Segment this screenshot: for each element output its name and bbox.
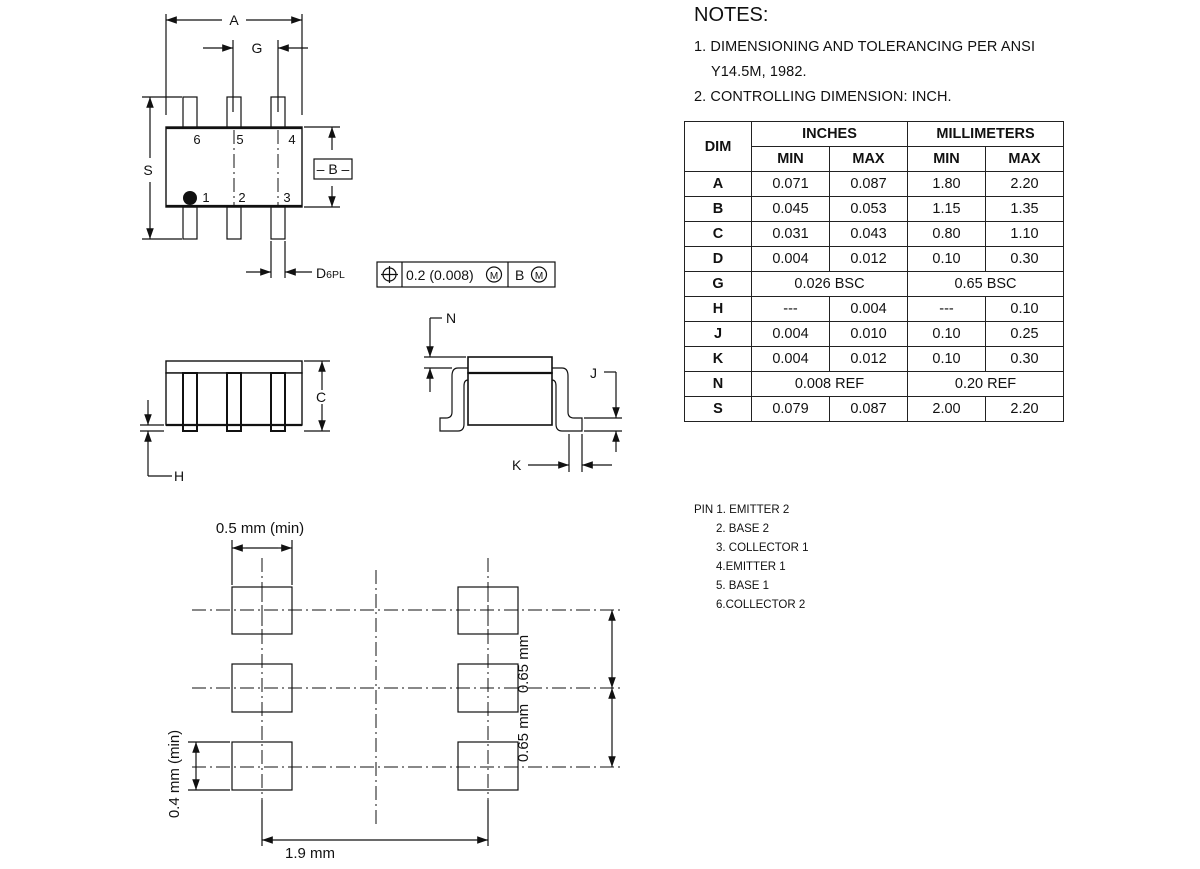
dim-label-n: N xyxy=(446,310,456,326)
pad-height-label: 0.4 mm (min) xyxy=(166,730,183,818)
pin-2-desc: 2. BASE 2 xyxy=(716,523,770,535)
pad-width-label: 0.5 mm (min) xyxy=(216,520,304,537)
header-millimeters: MILLIMETERS xyxy=(907,121,1064,147)
tolerance-value: 0.2 (0.008) xyxy=(406,267,474,283)
table-row: G 0.026 BSC 0.65 BSC xyxy=(684,271,1064,297)
dim-label-k: K xyxy=(512,457,522,473)
position-tolerance-frame: 0.2 (0.008) M B M xyxy=(376,261,556,288)
note-1-continued: Y14.5M, 1982. xyxy=(711,64,807,80)
datum-label-b: – B – xyxy=(317,161,350,177)
header-dim: DIM xyxy=(684,121,752,172)
pin-number-2: 2 xyxy=(238,190,245,205)
note-2: 2. CONTROLLING DIMENSION: INCH. xyxy=(694,89,952,105)
note-1: 1. DIMENSIONING AND TOLERANCING PER ANSI xyxy=(694,39,1036,55)
pcb-footprint: 0.5 mm (min) 0.4 mm (min) 0.65 mm 0.65 m… xyxy=(166,520,620,862)
pin1-marker-dot xyxy=(183,191,197,205)
table-row: C 0.031 0.043 0.80 1.10 xyxy=(684,221,1064,247)
dim-label-c: C xyxy=(316,389,326,405)
header-inches-max: MAX xyxy=(829,146,908,172)
table-row: D 0.004 0.012 0.10 0.30 xyxy=(684,246,1064,272)
pin-3-desc: 3. COLLECTOR 1 xyxy=(716,542,809,554)
dim-label-j: J xyxy=(590,365,597,381)
table-row: N 0.008 REF 0.20 REF xyxy=(684,371,1064,397)
header-inches: INCHES xyxy=(751,121,908,147)
pin-6-desc: 6.COLLECTOR 2 xyxy=(716,599,806,611)
pin-assignment-list: PIN 1. EMITTER 2 2. BASE 2 3. COLLECTOR … xyxy=(694,501,808,615)
dim-label-g: G xyxy=(252,40,263,56)
side-view: C H xyxy=(140,360,330,484)
dim-label-h: H xyxy=(174,468,184,484)
svg-text:M: M xyxy=(535,271,543,282)
header-mm-min: MIN xyxy=(907,146,986,172)
pad-pitch-label-2: 0.65 mm xyxy=(515,704,532,762)
svg-text:M: M xyxy=(490,271,498,282)
pin-number-5: 5 xyxy=(236,132,243,147)
mmc-circle-icon xyxy=(485,266,503,283)
table-row: S 0.079 0.087 2.00 2.20 xyxy=(684,396,1064,422)
table-row: J 0.004 0.010 0.10 0.25 xyxy=(684,321,1064,347)
pin-number-6: 6 xyxy=(193,132,200,147)
position-symbol-icon xyxy=(381,266,398,283)
pad-pitch-label-1: 0.65 mm xyxy=(515,635,532,693)
notes-title: NOTES: xyxy=(694,4,769,26)
dim-label-s: S xyxy=(143,162,152,178)
table-row: A 0.071 0.087 1.80 2.20 xyxy=(684,171,1064,197)
end-view: N J K xyxy=(424,310,622,473)
pin-number-1: 1 xyxy=(202,190,209,205)
pad-span-label: 1.9 mm xyxy=(285,845,335,862)
pin-number-4: 4 xyxy=(288,132,295,147)
tolerance-ref-datum: B xyxy=(515,267,524,283)
notes-section: NOTES: 1. DIMENSIONING AND TOLERANCING P… xyxy=(694,4,1114,110)
table-row: B 0.045 0.053 1.15 1.35 xyxy=(684,196,1064,222)
top-view: A G 6 5 4 1 2 3 S xyxy=(142,12,556,288)
dim-label-a: A xyxy=(229,12,239,28)
table-row: K 0.004 0.012 0.10 0.30 xyxy=(684,346,1064,372)
pin-5-desc: 5. BASE 1 xyxy=(716,580,770,592)
dimension-table: DIM INCHES MILLIMETERS MIN MAX MIN MAX A… xyxy=(684,121,1064,422)
dim-label-d: D6PL xyxy=(316,265,345,281)
header-inches-min: MIN xyxy=(751,146,830,172)
pin-4-desc: 4.EMITTER 1 xyxy=(716,561,786,573)
mmc-circle-icon-2 xyxy=(530,266,548,283)
table-row: H --- 0.004 --- 0.10 xyxy=(684,296,1064,322)
pin-1-desc: PIN 1. EMITTER 2 xyxy=(694,504,790,516)
pin-number-3: 3 xyxy=(283,190,290,205)
header-mm-max: MAX xyxy=(985,146,1064,172)
